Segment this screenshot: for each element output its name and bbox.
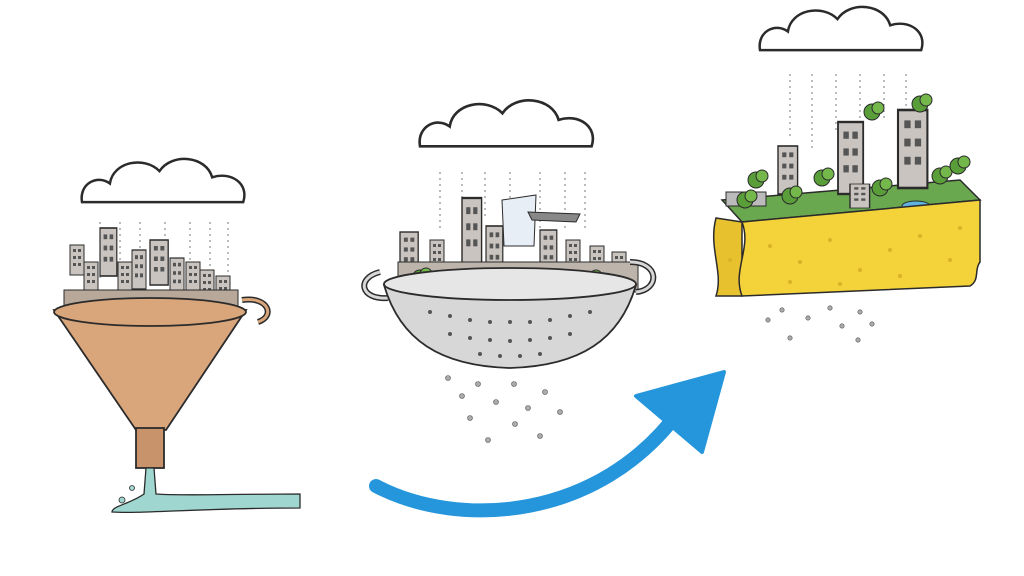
cloud-icon bbox=[418, 98, 595, 148]
sponge-city-illustration bbox=[712, 5, 982, 343]
colander-city-illustration bbox=[361, 98, 657, 443]
water-drops-icon bbox=[445, 375, 563, 443]
funnel-city-illustration bbox=[52, 157, 301, 514]
cloud-icon bbox=[80, 157, 246, 204]
rain-icon bbox=[789, 74, 907, 150]
curved-arrow-icon bbox=[369, 370, 726, 518]
colander-icon bbox=[361, 259, 657, 369]
green-city-icon bbox=[720, 93, 982, 223]
cloud-icon bbox=[758, 5, 924, 52]
water-stream-icon bbox=[111, 467, 301, 514]
sponge-icon bbox=[712, 199, 981, 297]
funnel-icon bbox=[52, 296, 271, 469]
water-drops-icon bbox=[765, 305, 875, 343]
